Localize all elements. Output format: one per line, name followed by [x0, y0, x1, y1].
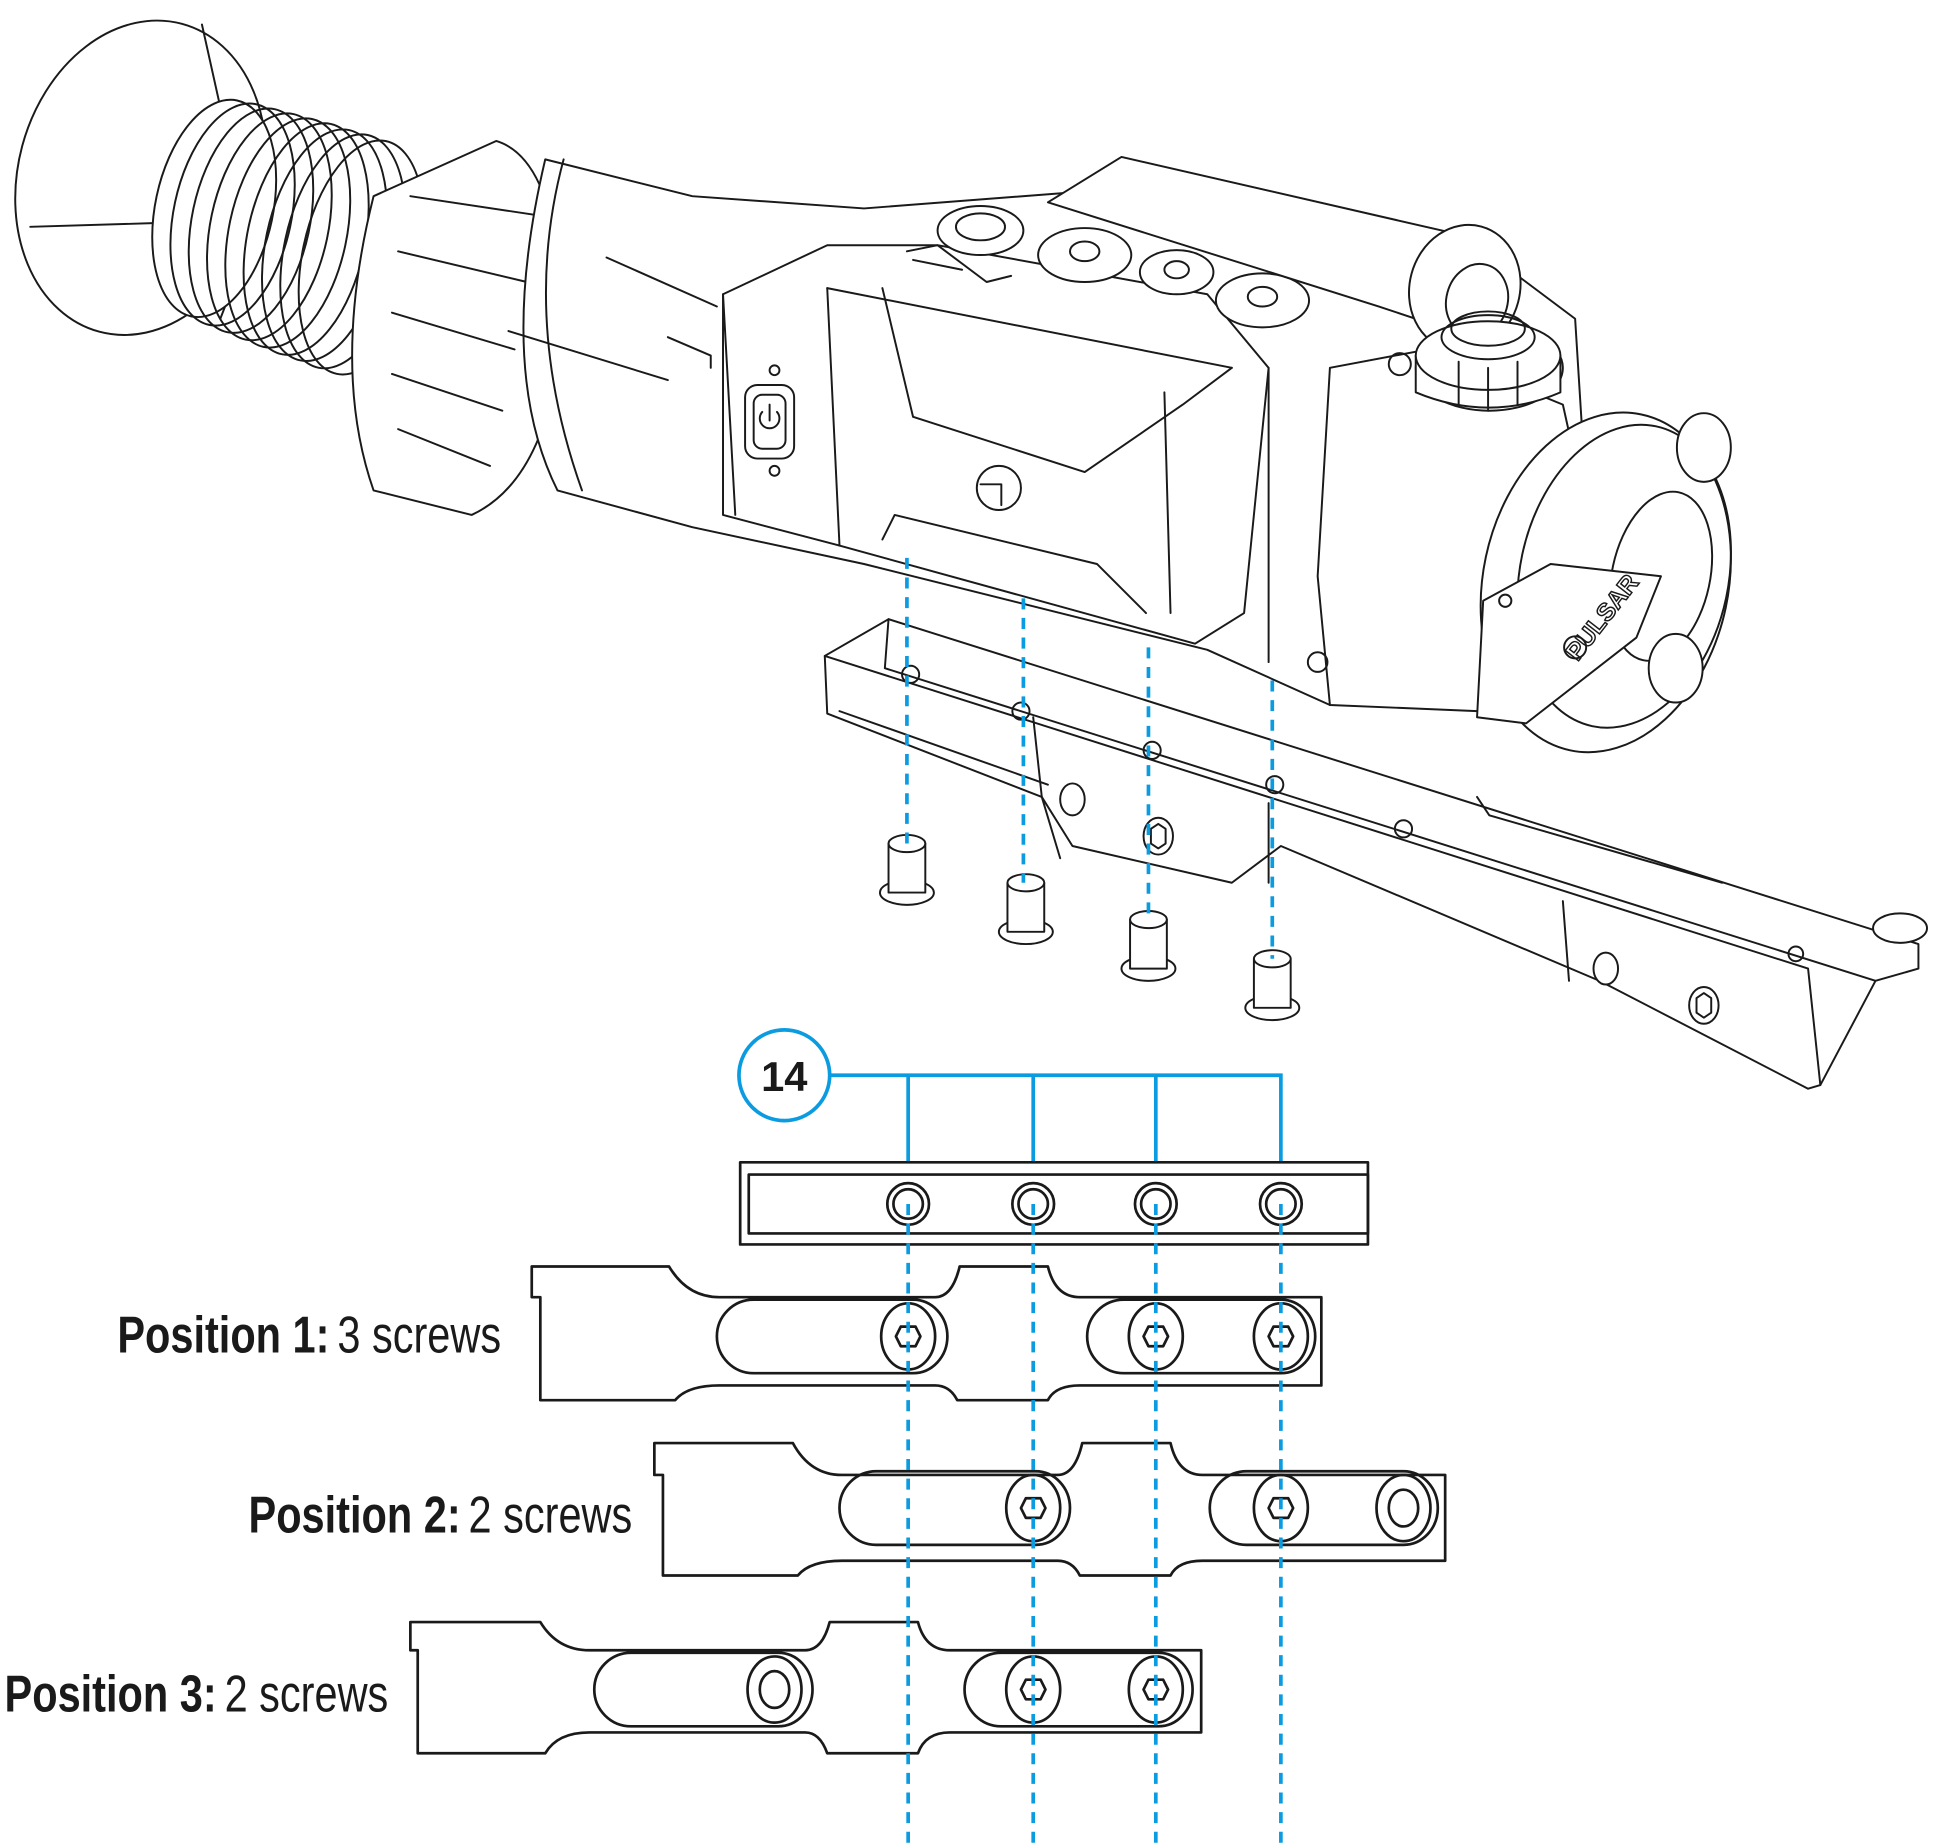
screw: [878, 833, 935, 906]
position-1-label: Position 1:3 screws: [117, 1305, 501, 1363]
callout-14: 14: [737, 1028, 1283, 1202]
lens-cap: PULSAR: [1476, 411, 1732, 754]
alignment-guides-lower: [906, 1203, 1283, 1844]
position-1-title: Position 1:: [117, 1305, 329, 1363]
position-3-title: Position 3:: [5, 1665, 217, 1723]
position-2-plate: [653, 1441, 1447, 1577]
position-2-title: Position 2:: [249, 1486, 461, 1544]
screw: [1244, 949, 1301, 1022]
adjustment-knob: [1387, 310, 1562, 412]
picatinny-mount-rail: [823, 618, 1928, 1090]
objective-lens-housing: PULSAR: [1306, 310, 1732, 754]
power-button-drawing: [744, 364, 796, 477]
position-3-label: Position 3:2 screws: [5, 1665, 389, 1723]
position-2-label: Position 2:2 screws: [249, 1486, 633, 1544]
position-1-plate: [530, 1265, 1323, 1402]
alignment-guides-upper: [905, 557, 1275, 959]
screw: [1120, 909, 1177, 982]
position-3-detail: 2 screws: [225, 1665, 389, 1723]
thermal-scope-illustration: PULSAR: [14, 19, 1928, 1090]
position-2-detail: 2 screws: [469, 1486, 633, 1544]
position-3-plate: [409, 1620, 1203, 1755]
position-1-detail: 3 screws: [337, 1305, 501, 1363]
top-control-buttons: [905, 204, 1311, 329]
rail-top-view: [738, 1160, 1370, 1246]
screw: [997, 873, 1054, 946]
callout-number: 14: [761, 1053, 807, 1100]
